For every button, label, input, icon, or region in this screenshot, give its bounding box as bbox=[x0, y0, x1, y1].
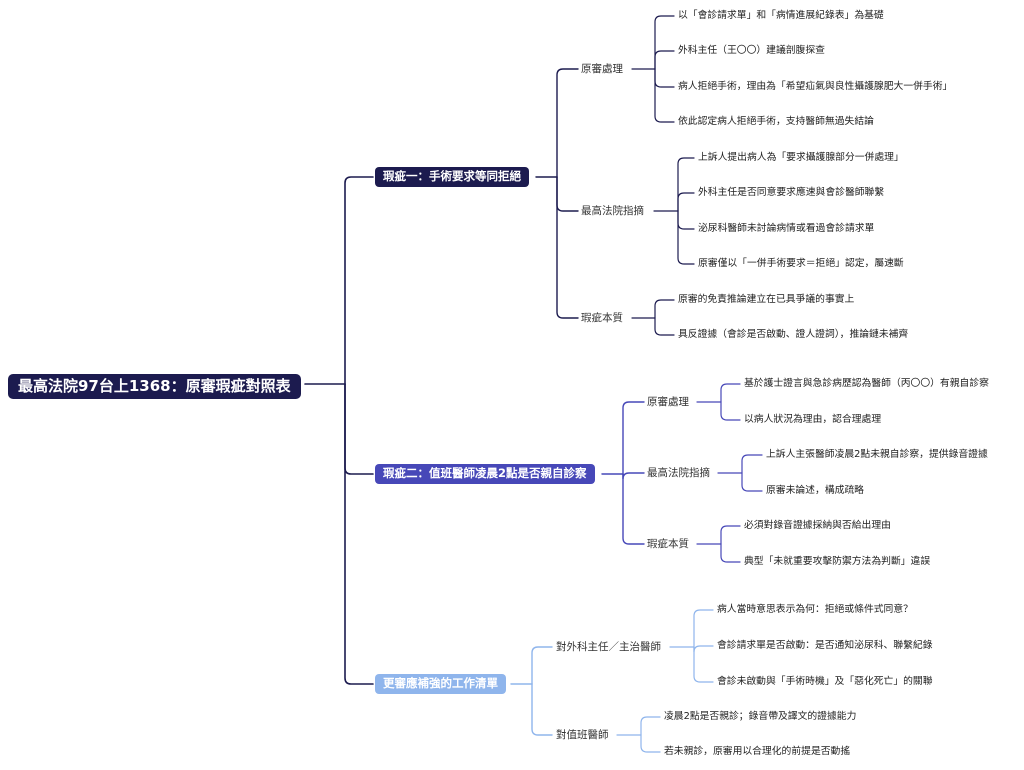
connector-line bbox=[654, 68, 675, 123]
sub-supreme-court-critique-2[interactable]: 最高法院指摘 bbox=[647, 467, 710, 479]
sub-original-handling-2[interactable]: 原審處理 bbox=[647, 396, 689, 408]
leaf-item[interactable]: 會診未啟動與「手術時機」及「惡化死亡」的關聯 bbox=[717, 676, 933, 687]
connector-line bbox=[654, 50, 675, 70]
leaf-item[interactable]: 典型「未就重要攻擊防禦方法為判斷」違誤 bbox=[744, 556, 931, 567]
connector-line bbox=[344, 383, 374, 685]
connector-line bbox=[654, 317, 675, 336]
connector-line bbox=[556, 68, 579, 178]
connector-line bbox=[720, 525, 741, 545]
leaf-item[interactable]: 會診請求單是否啟動：是否通知泌尿科、聯繫紀錄 bbox=[717, 640, 933, 651]
leaf-item[interactable]: 原審僅以「一併手術要求＝拒絕」認定，屬速斷 bbox=[698, 258, 904, 269]
connector-line bbox=[693, 645, 714, 653]
leaf-item[interactable]: 外科主任（王〇〇）建議剖腹探查 bbox=[678, 45, 825, 56]
connector-line bbox=[344, 383, 374, 475]
leaf-item[interactable]: 必須對錄音證據採納與否給出理由 bbox=[744, 520, 891, 531]
sub-flaw-nature-1[interactable]: 瑕疵本質 bbox=[581, 312, 623, 324]
connector-line bbox=[720, 543, 741, 563]
leaf-item[interactable]: 外科主任是否同意要求應速與會診醫師聯繫 bbox=[698, 187, 885, 198]
connector-line bbox=[556, 176, 579, 212]
leaf-item[interactable]: 基於護士證言與急診病歷認為醫師（丙〇〇）有親自診察 bbox=[744, 378, 989, 389]
branch-flaw-one[interactable]: 瑕疵一：手術要求等同拒絕 bbox=[375, 167, 529, 187]
leaf-item[interactable]: 病人當時意思表示為何：拒絕或條件式同意？ bbox=[717, 604, 913, 615]
connector-line bbox=[677, 210, 695, 230]
connector-line bbox=[677, 210, 695, 265]
leaf-item[interactable]: 上訴人主張醫師凌晨2點未親自診察，提供錄音證據 bbox=[766, 449, 988, 460]
leaf-item[interactable]: 病人拒絕手術，理由為「希望疝氣與良性攝護腺肥大一併手術」 bbox=[678, 81, 953, 92]
connector-line bbox=[622, 401, 645, 475]
sub-supreme-court-critique-1[interactable]: 最高法院指摘 bbox=[581, 205, 644, 217]
connector-line bbox=[720, 383, 741, 403]
leaf-item[interactable]: 以「會診請求單」和「病情進展紀錄表」為基礎 bbox=[678, 10, 884, 21]
sub-surgeon-checklist[interactable]: 對外科主任／主治醫師 bbox=[556, 641, 661, 653]
connector-line bbox=[677, 157, 695, 212]
connector-line bbox=[531, 683, 553, 736]
connector-line bbox=[693, 609, 714, 648]
leaf-item[interactable]: 泌尿科醫師未討論病情或看過會診請求單 bbox=[698, 223, 875, 234]
connector-line bbox=[622, 472, 645, 480]
connector-line bbox=[720, 401, 741, 421]
connector-line bbox=[654, 15, 675, 70]
connector-line bbox=[741, 454, 763, 474]
sub-original-handling-1[interactable]: 原審處理 bbox=[581, 63, 623, 75]
leaf-item[interactable]: 依此認定病人拒絕手術，支持醫師無過失結論 bbox=[678, 116, 874, 127]
connector-line bbox=[640, 716, 661, 736]
connector-line bbox=[677, 192, 695, 212]
leaf-item[interactable]: 原審的免責推論建立在已具爭議的事實上 bbox=[678, 294, 855, 305]
connector-line bbox=[622, 473, 645, 545]
connector-line bbox=[654, 299, 675, 319]
connector-line bbox=[556, 176, 579, 319]
sub-on-duty-doctor-checklist[interactable]: 對值班醫師 bbox=[556, 729, 609, 741]
leaf-item[interactable]: 上訴人提出病人為「要求攝護腺部分一併處理」 bbox=[698, 152, 904, 163]
connector-line bbox=[531, 646, 553, 685]
connector-line bbox=[640, 734, 661, 753]
leaf-item[interactable]: 凌晨2點是否親診；錄音帶及譯文的證據能力 bbox=[664, 711, 857, 722]
branch-retrial-checklist[interactable]: 更審應補強的工作清單 bbox=[375, 674, 506, 694]
connector-line bbox=[654, 68, 675, 88]
leaf-item[interactable]: 原審未論述，構成疏略 bbox=[766, 485, 864, 496]
connector-line bbox=[741, 472, 763, 492]
connector-line bbox=[693, 646, 714, 683]
connector-line bbox=[344, 176, 374, 385]
sub-flaw-nature-2[interactable]: 瑕疵本質 bbox=[647, 538, 689, 550]
root-topic[interactable]: 最高法院97台上1368：原審瑕疵對照表 bbox=[8, 374, 301, 399]
branch-flaw-two[interactable]: 瑕疵二：值班醫師凌晨2點是否親自診察 bbox=[375, 464, 595, 484]
leaf-item[interactable]: 以病人狀況為理由，認合理處理 bbox=[744, 414, 882, 425]
leaf-item[interactable]: 具反證據（會診是否啟動、證人證詞），推論鏈未補齊 bbox=[678, 329, 909, 340]
leaf-item[interactable]: 若未親診，原審用以合理化的前提是否動搖 bbox=[664, 746, 851, 757]
